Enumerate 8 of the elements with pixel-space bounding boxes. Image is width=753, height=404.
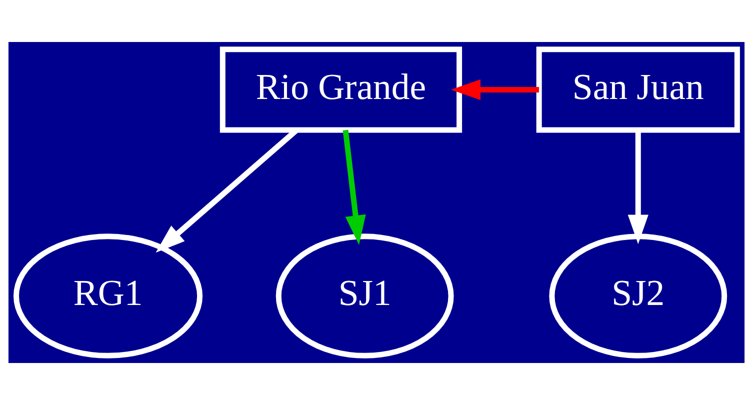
- node-box: Rio Grande: [220, 46, 462, 132]
- node-ellipse: SJ2: [549, 233, 728, 358]
- arrow: [451, 78, 539, 100]
- node-ellipse: SJ1: [276, 233, 454, 358]
- arrow: [342, 129, 366, 244]
- arrow: [628, 130, 648, 244]
- node-ellipse: RG1: [13, 233, 203, 358]
- node-box: San Juan: [536, 46, 740, 132]
